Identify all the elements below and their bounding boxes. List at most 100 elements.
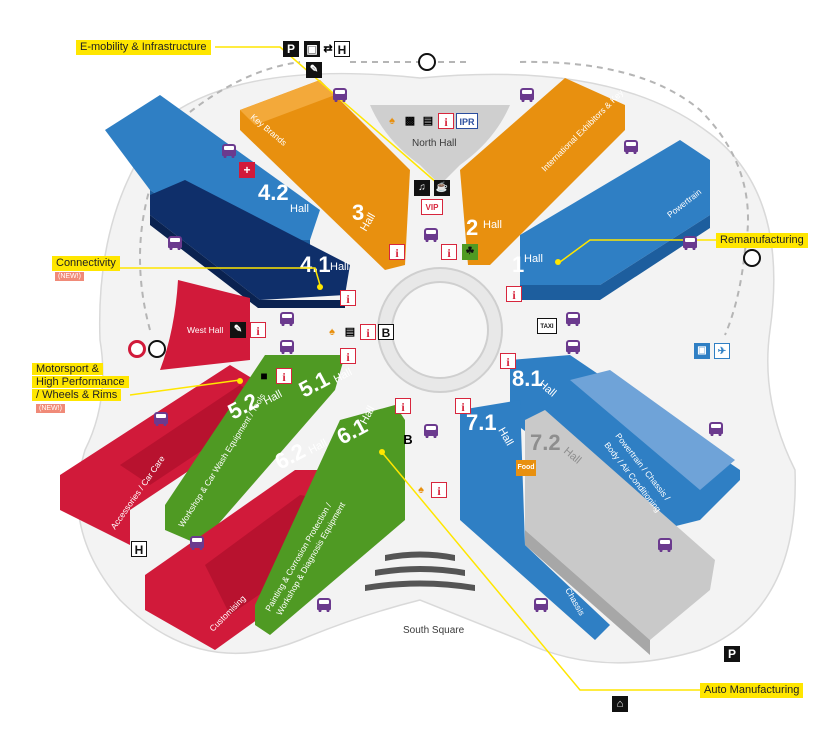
callout-motorsport-new: (NEW!) xyxy=(36,404,65,413)
south-entrance-stripe xyxy=(385,551,455,561)
bus-stop-marker xyxy=(534,598,548,612)
hall-4-1-number: 4.1 xyxy=(300,252,331,277)
connectivity-leader xyxy=(115,267,321,286)
bus-stop-marker xyxy=(683,236,697,250)
hall-1-building xyxy=(520,140,710,285)
hall-7-2-number: 7.2 xyxy=(530,430,561,455)
info-icon[interactable]: i xyxy=(438,113,454,129)
south-square-label: South Square xyxy=(403,625,465,636)
hall-7-2-building xyxy=(525,410,715,640)
airport-transfer-icon: ✈ xyxy=(714,343,730,359)
hall-7-2-front xyxy=(525,530,650,655)
connectivity-dot xyxy=(317,284,323,290)
auto-manufacturing-dot xyxy=(379,449,385,455)
hall-6-1-building xyxy=(255,405,405,635)
home-icon: ⌂ xyxy=(612,696,628,712)
south-entrance-stripe xyxy=(365,580,475,591)
bus-stop-marker xyxy=(222,144,236,158)
south-entrance-stripe xyxy=(375,566,465,576)
west-hall-label: West Hall xyxy=(187,325,223,335)
hall-3-number: 3 xyxy=(352,200,364,225)
shuttle-bus-icon xyxy=(418,53,436,71)
remanufacturing-leader xyxy=(559,239,720,263)
hall-5-1-building xyxy=(165,355,345,545)
bus-stop-marker xyxy=(280,312,294,326)
north-hall-label: North Hall xyxy=(412,138,456,149)
parking-icon: P xyxy=(283,41,299,57)
bus-stop-marker xyxy=(709,422,723,436)
first-aid-icon: + xyxy=(239,162,255,178)
hall-8-1-building xyxy=(510,355,740,530)
motorsport-dot xyxy=(237,378,243,384)
callout-motorsport-2: High Performance xyxy=(32,376,129,388)
callout-connectivity-new: (NEW!) xyxy=(55,272,84,281)
info-icon[interactable]: i xyxy=(431,482,447,498)
callout-motorsport-1: Motorsport & xyxy=(32,363,103,375)
info-icon[interactable]: i xyxy=(340,348,356,364)
hall-4-1-building xyxy=(150,180,350,300)
hall-7-1-number: 7.1 xyxy=(466,410,497,435)
west-hall-building xyxy=(160,280,250,370)
bus-icon: ▣ xyxy=(694,343,710,359)
bus-stop-marker xyxy=(624,140,638,154)
callout-motorsport-3: / Wheels & Rims xyxy=(32,389,122,401)
bus-stop-marker xyxy=(566,340,580,354)
central-plaza-inner xyxy=(391,281,489,379)
hall-7-1-building xyxy=(460,400,610,640)
info-icon[interactable]: i xyxy=(500,353,516,369)
hotel-icon: H xyxy=(334,41,350,57)
hall-2-number: 2 xyxy=(466,215,478,240)
meeting-icon: ▩ xyxy=(404,115,416,127)
lounge-icon: ♠ xyxy=(329,326,335,338)
hotel-icon: H xyxy=(131,541,147,557)
info-icon[interactable]: i xyxy=(360,324,376,340)
callout-auto-manufacturing: Auto Manufacturing xyxy=(700,683,804,698)
bus-stop-marker xyxy=(190,536,204,550)
parking-icon: P xyxy=(724,646,740,662)
bank-icon: B xyxy=(378,324,394,340)
callout-emobility: E-mobility & Infrastructure xyxy=(76,40,211,55)
hall-1-number: 1 xyxy=(512,252,524,277)
hall-8-1-number: 8.1 xyxy=(512,366,543,391)
bus-stop-marker xyxy=(424,424,438,438)
hall-8-1-roof xyxy=(570,370,735,490)
bus-stop-marker xyxy=(280,340,294,354)
metro-icon xyxy=(128,340,146,358)
hall-3-top xyxy=(240,80,335,125)
bus-stop-marker xyxy=(333,88,347,102)
hall-2-building xyxy=(460,78,625,265)
info-icon[interactable]: i xyxy=(340,290,356,306)
gift-icon: ■ xyxy=(260,369,268,383)
handshake-icon: ✎ xyxy=(230,322,246,338)
info-icon[interactable]: i xyxy=(395,398,411,414)
ipr-icon: IPR xyxy=(456,113,478,129)
hall-4-2-building xyxy=(105,95,320,240)
bank-icon: B xyxy=(403,432,413,447)
hall-4-1-word: Hall xyxy=(330,261,349,273)
book-icon: ▤ xyxy=(344,326,356,338)
auto-manufacturing-leader xyxy=(379,449,700,691)
transfer-icon: ⇄ xyxy=(323,43,333,55)
bus-stop-marker xyxy=(658,538,672,552)
motorsport-leader xyxy=(129,379,241,396)
info-icon[interactable]: i xyxy=(506,286,522,302)
callout-remanufacturing: Remanufacturing xyxy=(716,233,808,248)
info-icon[interactable]: i xyxy=(441,244,457,260)
hall-2-word: Hall xyxy=(483,219,502,231)
info-icon[interactable]: i xyxy=(250,322,266,338)
lounge-icon: ♠ xyxy=(389,115,395,127)
hall-4-2-word: Hall xyxy=(290,203,309,215)
bus-stop-marker xyxy=(566,312,580,326)
info-icon[interactable]: i xyxy=(455,398,471,414)
bus-stop-marker xyxy=(154,412,168,426)
bus-stop-icon: ▣ xyxy=(304,41,320,57)
callout-connectivity: Connectivity xyxy=(52,256,120,271)
coffee-icon: ☕ xyxy=(434,180,450,196)
book-icon: ▤ xyxy=(422,115,434,127)
sound-icon: ♫ xyxy=(414,180,430,196)
info-desk-icon: ✎ xyxy=(306,62,322,78)
info-icon[interactable]: i xyxy=(389,244,405,260)
remanufacturing-dot xyxy=(555,259,561,265)
info-icon[interactable]: i xyxy=(276,368,292,384)
